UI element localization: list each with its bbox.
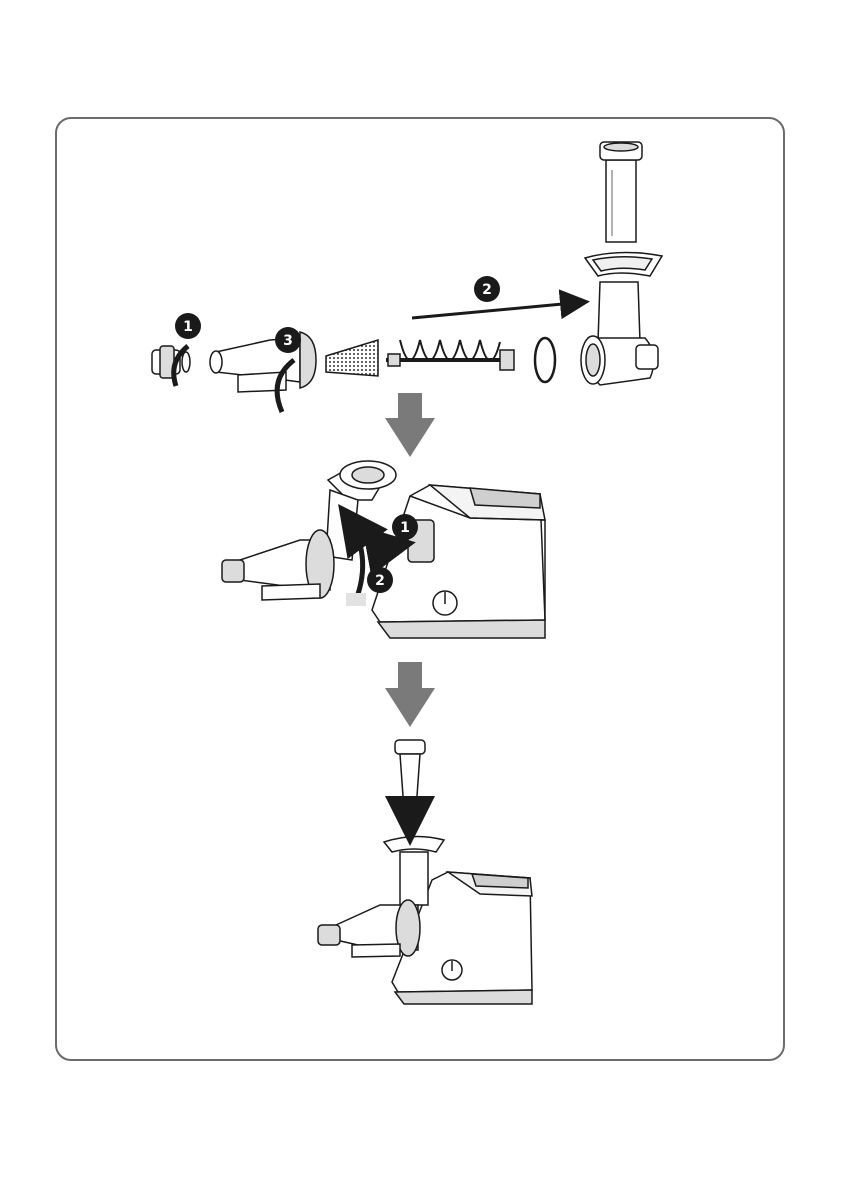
grinder-housing — [581, 282, 658, 385]
svg-text:2: 2 — [375, 573, 385, 589]
assembly-direction-arrow — [412, 302, 584, 318]
svg-text:1: 1 — [400, 520, 410, 536]
svg-text:3: 3 — [283, 333, 293, 349]
flow-arrow-down-icon — [385, 393, 435, 457]
juicer-strainer — [326, 340, 378, 376]
step1-badge-3: 3 — [275, 327, 301, 353]
flow-arrow-down-icon — [385, 662, 435, 727]
motor-unit — [372, 485, 545, 638]
step2-badge-1: 1 — [392, 514, 418, 540]
svg-text:2: 2 — [482, 282, 492, 298]
food-pusher — [600, 142, 642, 242]
feeding-tray — [585, 252, 662, 276]
ring-seal — [535, 338, 555, 382]
worm-screw — [386, 340, 514, 370]
step3-final-view — [318, 740, 532, 1004]
grey-marker — [346, 593, 366, 606]
step2-badge-2: 2 — [367, 567, 393, 593]
step1-badge-1: 1 — [175, 313, 201, 339]
step1-badge-2: 2 — [474, 276, 500, 302]
step1-exploded-view — [152, 142, 662, 392]
step2-attach-view — [222, 461, 545, 638]
food-pusher — [395, 740, 425, 810]
svg-text:1: 1 — [183, 319, 193, 335]
